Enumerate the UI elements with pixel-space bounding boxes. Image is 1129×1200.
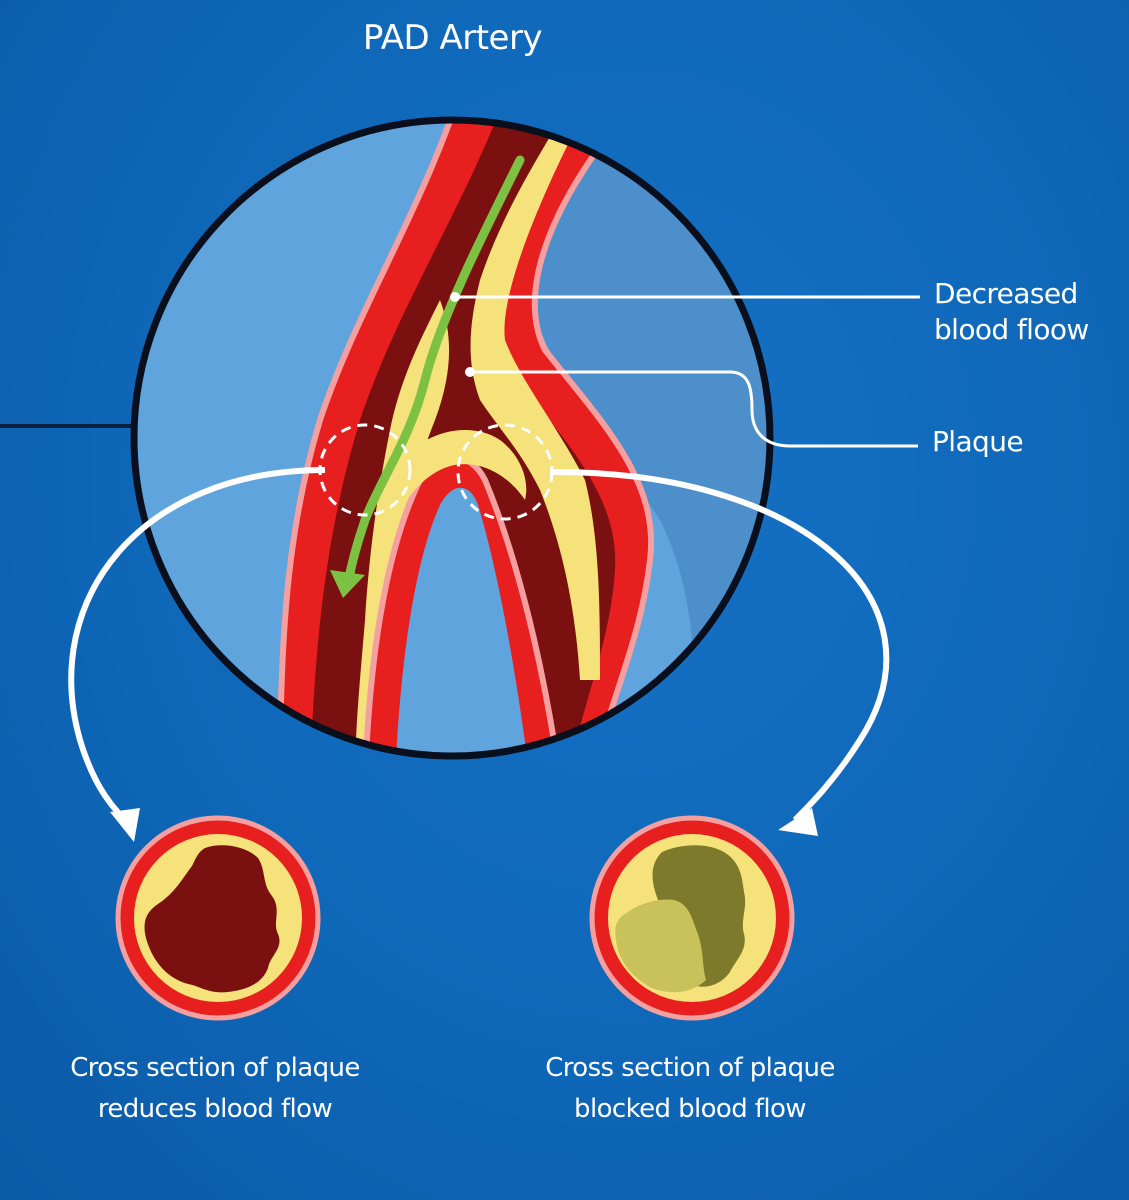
caption-reduced-flow: Cross section of plaque reduces blood fl…	[70, 1053, 360, 1124]
plaque-deposit	[470, 120, 600, 680]
flow-arrow-head	[330, 570, 365, 598]
magnified-circle-border	[130, 116, 774, 760]
diagram-title: PAD Artery	[362, 18, 543, 58]
magnified-view	[130, 116, 774, 760]
fork-lumen	[395, 487, 530, 756]
label-decreased-blood-flow: Decreased blood floow	[934, 277, 1089, 346]
cross-section-blocked	[589, 815, 795, 1021]
arrow-head-right	[778, 808, 818, 836]
arrow-to-right-section	[549, 468, 890, 823]
label-plaque: Plaque	[932, 425, 1024, 458]
flow-arrow	[343, 155, 525, 590]
arrow-to-left-section	[68, 467, 326, 828]
fork-plaque	[395, 430, 527, 520]
blocked-plaque-light	[615, 899, 706, 993]
reduced-lumen-blood	[144, 845, 280, 993]
plaque-callout-line	[470, 370, 918, 448]
arrow-head-left	[110, 808, 140, 842]
cross-section-reduced	[115, 815, 321, 1021]
caption-blocked-flow: Cross section of plaque blocked blood fl…	[545, 1053, 835, 1124]
